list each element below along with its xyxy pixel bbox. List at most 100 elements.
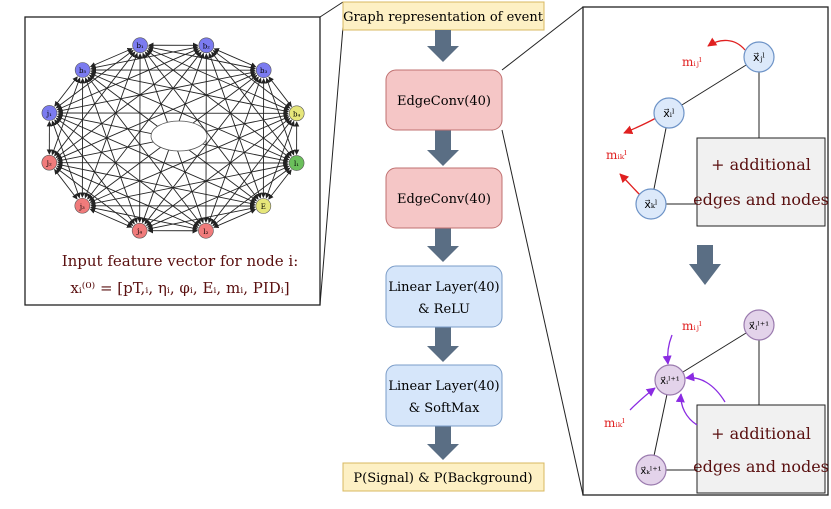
edge-i-j-bottom [669, 324, 760, 381]
graph-node-circle [198, 37, 215, 54]
graph-node-label: l₂ [203, 228, 208, 236]
graph-edge [84, 77, 138, 224]
graph-node-label: b₁ [136, 42, 143, 50]
message-label-ij-bottom: mᵢⱼˡ [682, 319, 702, 333]
feature-vector-caption-line1: Input feature vector for node i: [62, 252, 299, 270]
node-k-top [635, 188, 667, 220]
node-k-top-label: x⃗ₖˡ [644, 198, 658, 211]
linear-relu-block [385, 265, 503, 328]
message-arrow-ij-bottom [662, 334, 673, 365]
graph-node: b₁ [132, 37, 148, 54]
linear-relu-line1: Linear Layer(40) [388, 280, 499, 295]
connector-line-top [319, 1, 344, 18]
flow-column: Graph representation of event EdgeConv(4… [342, 1, 545, 492]
graph-node: b₂ [198, 37, 215, 54]
edgeconv-block-2-label: EdgeConv(40) [397, 192, 491, 207]
graph-edge [90, 45, 199, 71]
graph-nodes: b₁ b₂ b₃ b₄ l₁ El₂ j₄ j₃ j₂ j₁ b₅ [41, 37, 305, 239]
graph-edges [46, 42, 300, 234]
flow-arrow-2 [427, 130, 459, 166]
linear-softmax-line1: Linear Layer(40) [388, 379, 499, 394]
node-i-bottom [654, 364, 686, 396]
graph-edge [54, 76, 78, 107]
graph-node: l₂ [198, 222, 214, 239]
graph-node-circle [74, 62, 91, 78]
aggregate-arrow-1 [685, 372, 726, 403]
linear-softmax-block [385, 364, 503, 427]
message-label-ik-top: mᵢₖˡ [606, 148, 627, 162]
graph-center-ellipse [150, 120, 208, 152]
graph-node: E [255, 198, 272, 214]
graph-node-circle [198, 222, 214, 239]
edgeconv-block-2 [385, 167, 503, 229]
graph-node-circle [255, 62, 272, 79]
message-label-ij-top: mᵢⱼˡ [682, 55, 702, 69]
additional-box-bottom [696, 404, 826, 494]
additional-box-bottom-line1: + additional [711, 424, 811, 443]
edge-i-j [668, 56, 760, 114]
graph-node: j₁ [41, 105, 58, 121]
feature-vector-caption-line2: xᵢ⁽⁰⁾ = [pT,ᵢ, ηᵢ, φᵢ, Eᵢ, mᵢ, PIDᵢ] [70, 279, 289, 297]
input-label-box [342, 1, 545, 31]
flow-arrow-1 [427, 30, 459, 62]
graph-node: b₄ [288, 105, 305, 122]
output-label: P(Signal) & P(Background) [353, 471, 532, 486]
graph-node-circle [288, 155, 305, 171]
graph-node-label: l₁ [294, 160, 299, 168]
graph-node-label: j₁ [46, 110, 52, 118]
graph-node: j₂ [41, 154, 58, 171]
graph-node-circle [132, 37, 148, 54]
graph-node-label: b₅ [79, 67, 86, 75]
detail-bottom: + additional edges and nodes mᵢⱼˡ mᵢₖˡ x… [604, 309, 829, 494]
output-label-box [342, 462, 545, 492]
message-arrow-ik-top-1 [623, 117, 657, 135]
flow-arrow-3 [427, 228, 459, 262]
graph-node-circle [41, 105, 58, 121]
message-arrow-ij-top [707, 37, 746, 51]
graph-node: j₃ [74, 197, 91, 214]
graph-node: l₁ [288, 155, 305, 171]
detail-panel: + additional edges and nodes mᵢⱼˡ mᵢₖˡ x… [582, 6, 829, 496]
graph-node-label: b₂ [203, 42, 210, 50]
additional-box-top-line1: + additional [711, 155, 811, 174]
detail-connector-top [501, 6, 584, 71]
message-label-ik-bottom: mᵢₖˡ [604, 416, 625, 430]
edgeconv-block-1 [385, 69, 503, 131]
graph-node-circle [131, 222, 148, 239]
graph-node-circle [74, 197, 91, 214]
node-j-bottom [743, 309, 775, 341]
update-arrow [689, 245, 721, 285]
graph-node-label: b₄ [293, 110, 300, 118]
graph-node-circle [255, 198, 272, 214]
graph-node-label: j₂ [46, 160, 52, 168]
graph-node: j₄ [131, 222, 148, 239]
node-i-top-label: x⃗ᵢˡ [663, 107, 675, 120]
node-j-bottom-label: x⃗ⱼˡ⁺¹ [749, 321, 769, 332]
aggregate-arrow-2 [675, 393, 698, 426]
additional-box-top [696, 137, 826, 227]
node-k-bottom [635, 454, 667, 486]
graph-node: b₅ [74, 62, 91, 78]
graph-node-circle [288, 105, 305, 122]
additional-box-top-line2: edges and nodes [693, 190, 829, 209]
graph-node: b₃ [255, 62, 272, 79]
node-j-top [743, 41, 775, 73]
flow-arrow-4 [427, 327, 459, 362]
node-i-top [653, 97, 685, 129]
linear-softmax-line2: & SoftMax [409, 401, 481, 416]
node-i-bottom-label: x⃗ᵢˡ⁺¹ [660, 376, 680, 387]
node-j-top-label: x⃗ⱼˡ [753, 51, 765, 64]
graph-node-circle [41, 154, 58, 171]
graph-node-label: j₄ [136, 228, 142, 236]
linear-relu-line2: & ReLU [418, 302, 470, 317]
detail-top: + additional edges and nodes mᵢⱼˡ mᵢₖˡ x… [606, 37, 829, 227]
connector-line-bottom [319, 26, 344, 306]
graph-node-label: E [261, 203, 266, 211]
detail-connector-bottom [501, 129, 584, 496]
graph-panel: b₁ b₂ b₃ b₄ l₁ El₂ j₄ j₃ j₂ j₁ b₅ Input feature ve… [24, 16, 321, 306]
graph-node-label: j₃ [79, 203, 85, 211]
additional-box-bottom-line2: edges and nodes [693, 457, 829, 476]
input-label: Graph representation of event [343, 10, 544, 25]
message-arrow-ik-bottom [629, 387, 656, 411]
